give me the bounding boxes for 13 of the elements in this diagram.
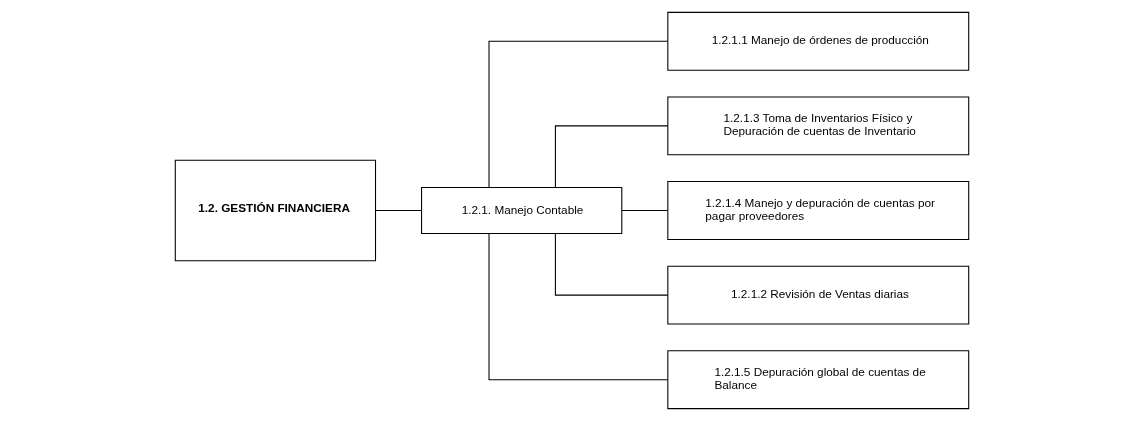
- node-box: 1.2.1.4 Manejo y depuración de cuentas por pagar proveedores: [666, 181, 969, 240]
- node-box: 1.2. GESTIÓN FINANCIERA: [174, 159, 376, 262]
- node-box: 1.2.1.1 Manejo de órdenes de producción: [666, 11, 969, 71]
- node-box: 1.2.1. Manejo Contable: [420, 186, 622, 235]
- connector: [554, 233, 668, 296]
- node-box: 1.2.1.3 Toma de Inventarios Físico y Depuración de cuentas de Inventario: [666, 96, 969, 156]
- connector: [374, 209, 422, 212]
- connector: [621, 209, 668, 212]
- node-box: 1.2.1.2 Revisión de Ventas diarias: [666, 265, 969, 325]
- connector: [488, 233, 668, 381]
- connector: [488, 40, 668, 188]
- connector: [554, 125, 668, 188]
- node-box: 1.2.1.5 Depuración global de cuentas de Balance: [666, 350, 969, 410]
